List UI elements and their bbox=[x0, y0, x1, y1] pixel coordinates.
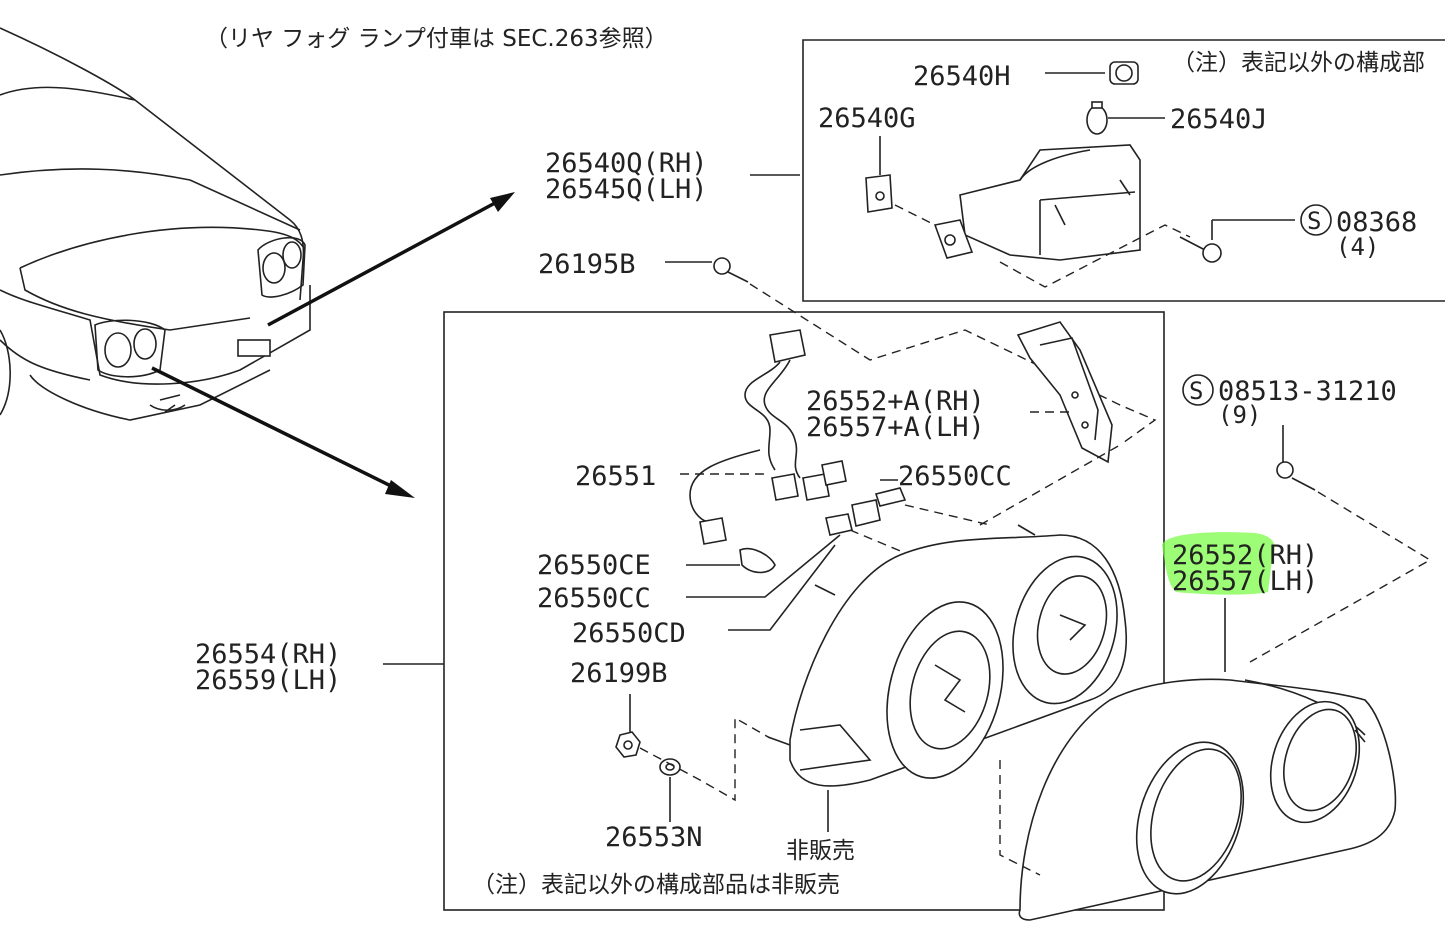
car-illustration bbox=[0, 27, 311, 421]
label-26553n: 26553N bbox=[605, 822, 703, 853]
label-26550cc: 26550CC bbox=[537, 583, 651, 614]
screw-icon bbox=[1179, 236, 1222, 263]
highlight-mark bbox=[1162, 532, 1275, 595]
upper-box-note: （注）表記以外の構成部 bbox=[1172, 50, 1425, 76]
bulb-icon bbox=[739, 547, 776, 574]
label-26540h: 26540H bbox=[913, 61, 1011, 92]
washer-icon bbox=[659, 758, 681, 776]
nut-icon bbox=[615, 731, 641, 758]
label-26199b: 26199B bbox=[570, 658, 668, 689]
svg-text:S: S bbox=[1189, 377, 1203, 405]
lower-parts-box: （注）表記以外の構成部品は非販売 bbox=[443, 311, 1165, 911]
label-26550cd: 26550CD bbox=[572, 618, 686, 649]
bracket-illustration bbox=[1016, 321, 1113, 464]
label-26540j: 26540J bbox=[1170, 104, 1268, 135]
label-26551: 26551 bbox=[575, 461, 656, 492]
wiring-harness bbox=[689, 329, 847, 545]
not-for-sale-label: 非販売 bbox=[786, 838, 855, 864]
label-s08368: 08368 bbox=[1336, 207, 1417, 238]
label-26557: 26557(LH) bbox=[1172, 566, 1318, 597]
label-26540g: 26540G bbox=[818, 103, 916, 134]
label-26552: 26552(RH) bbox=[1172, 540, 1318, 571]
label-26195b: 26195B bbox=[538, 249, 636, 280]
screw-icon bbox=[1276, 461, 1316, 491]
label-s08368-qty: (4) bbox=[1336, 233, 1379, 261]
bulb-icon bbox=[825, 487, 907, 536]
label-s08513-qty: (9) bbox=[1218, 401, 1261, 429]
lens-illustration bbox=[1018, 678, 1397, 921]
label-26550cc-top: 26550CC bbox=[898, 461, 1012, 492]
bulb-socket-icon bbox=[1109, 61, 1139, 85]
header-note: （リヤ フォグ ランプ付車は SEC.263参照） bbox=[205, 26, 668, 52]
label-26540q: 26540Q(RH) bbox=[545, 148, 708, 179]
lower-box-note: （注）表記以外の構成部品は非販売 bbox=[472, 872, 840, 898]
label-26545q: 26545Q(LH) bbox=[545, 174, 708, 205]
s-circle-icon: S bbox=[1300, 204, 1332, 236]
lamp-housing-illustration bbox=[767, 524, 1128, 787]
bulb-icon bbox=[1086, 101, 1108, 135]
s-circle-icon: S bbox=[1182, 374, 1214, 406]
label-s08513: 08513-31210 bbox=[1218, 376, 1397, 407]
label-26552a: 26552+A(RH) bbox=[806, 386, 985, 417]
callout-arrows bbox=[151, 192, 515, 498]
screw-icon bbox=[713, 257, 749, 283]
label-26559: 26559(LH) bbox=[195, 665, 341, 696]
label-26554: 26554(RH) bbox=[195, 639, 341, 670]
label-26557a: 26557+A(LH) bbox=[806, 412, 985, 443]
svg-text:S: S bbox=[1307, 207, 1321, 235]
connector-icon bbox=[769, 329, 806, 363]
upper-parts-box: （注）表記以外の構成部 bbox=[802, 39, 1445, 302]
label-26550ce: 26550CE bbox=[537, 550, 651, 581]
side-lamp-illustration bbox=[933, 144, 1141, 261]
